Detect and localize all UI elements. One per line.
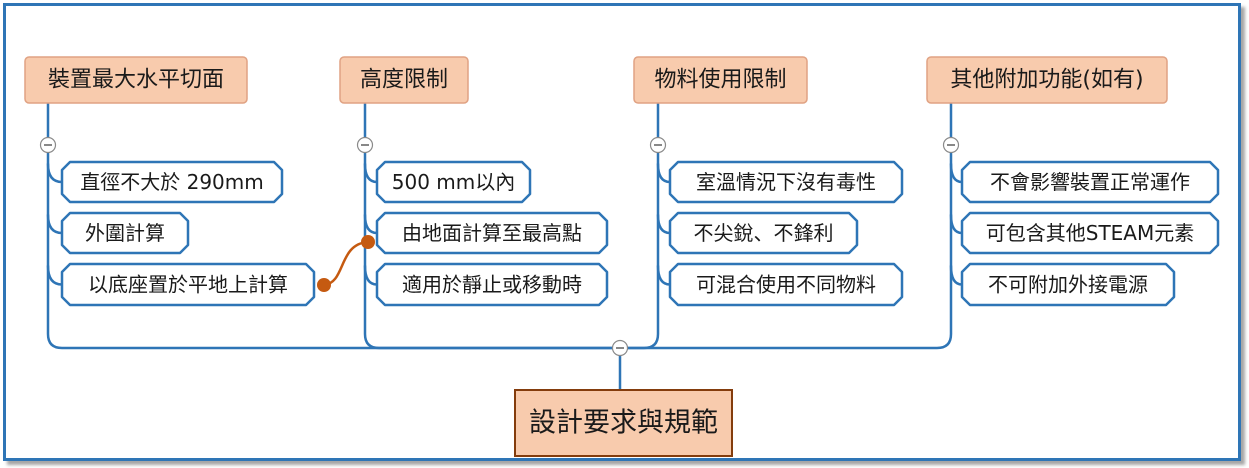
- topic-box[interactable]: [633, 56, 808, 104]
- child-connector: [656, 213, 672, 235]
- subtopic-box[interactable]: [375, 160, 532, 204]
- subtopic-node[interactable]: 可混合使用不同物料: [668, 262, 904, 307]
- subtopic-node[interactable]: 可包含其他STEAM元素: [960, 211, 1220, 255]
- child-connectors: [46, 162, 964, 286]
- subtopic-box[interactable]: [60, 262, 316, 307]
- subtopic-box[interactable]: [668, 160, 904, 204]
- connector-branch-2: [363, 101, 622, 350]
- child-connector: [949, 213, 964, 235]
- subtopic-node[interactable]: 不可附加外接電源: [960, 262, 1176, 307]
- child-connector: [656, 264, 672, 286]
- relationship-line[interactable]: [323, 240, 369, 287]
- minus-circle-icon[interactable]: [39, 136, 57, 154]
- subtopic-label: 由地面計算至最高點: [402, 221, 582, 245]
- subtopic-label: 可混合使用不同物料: [696, 273, 876, 297]
- topic-node[interactable]: 裝置最大水平切面: [24, 56, 248, 104]
- topic-box[interactable]: [24, 56, 248, 104]
- topic-box[interactable]: [926, 56, 1168, 104]
- branch-3: 物料使用限制 室溫情況下沒有毒性 不尖銳、不鋒利 可混合使用不同物料: [633, 56, 904, 307]
- subtopic-node[interactable]: 500 mm以內: [375, 160, 532, 204]
- subtopic-label: 不尖銳、不鋒利: [694, 221, 834, 245]
- subtopic-box[interactable]: [960, 262, 1176, 307]
- branch-1: 裝置最大水平切面 直徑不大於 290mm 外圍計算 以底座置於平地上計算: [24, 56, 316, 307]
- relationship-end-handle[interactable]: [361, 235, 375, 249]
- connector-branch-4: [618, 101, 953, 350]
- subtopic-node[interactable]: 外圍計算: [60, 211, 190, 255]
- subtopic-box[interactable]: [60, 160, 284, 204]
- subtopic-node[interactable]: 不尖銳、不鋒利: [668, 211, 859, 255]
- subtopic-node[interactable]: 以底座置於平地上計算: [60, 262, 316, 307]
- child-connector: [46, 213, 64, 235]
- subtopic-label: 可包含其他STEAM元素: [986, 221, 1195, 245]
- subtopic-label: 以底座置於平地上計算: [88, 273, 288, 297]
- subtopic-label: 外圍計算: [85, 221, 165, 245]
- subtopic-label: 室溫情況下沒有毒性: [696, 170, 876, 194]
- subtopic-node[interactable]: 由地面計算至最高點: [375, 211, 609, 255]
- root-label: 設計要求與規範: [529, 408, 718, 439]
- subtopic-box[interactable]: [375, 262, 609, 307]
- subtopic-box[interactable]: [60, 211, 190, 255]
- subtopic-node[interactable]: 不會影響裝置正常運作: [960, 160, 1220, 204]
- child-connector: [363, 264, 379, 286]
- branch-2: 高度限制 500 mm以內 由地面計算至最高點 適用於靜止或移動時: [339, 56, 609, 307]
- subtopic-label: 適用於靜止或移動時: [402, 273, 582, 297]
- branch-4: 其他附加功能(如有) 不會影響裝置正常運作 可包含其他STEAM元素 不可附加外…: [926, 56, 1220, 307]
- minus-circle-icon[interactable]: [649, 136, 667, 154]
- subtopic-label: 500 mm以內: [392, 170, 516, 194]
- topic-label: 物料使用限制: [654, 68, 786, 93]
- topic-node[interactable]: 高度限制: [339, 56, 469, 104]
- child-connector: [656, 162, 672, 184]
- child-connector: [46, 264, 64, 286]
- subtopic-node[interactable]: 室溫情況下沒有毒性: [668, 160, 904, 204]
- topic-label: 裝置最大水平切面: [48, 68, 224, 93]
- subtopic-box[interactable]: [375, 211, 609, 255]
- child-connector: [949, 264, 964, 286]
- subtopic-box[interactable]: [668, 262, 904, 307]
- minus-circle-icon[interactable]: [356, 136, 374, 154]
- subtopic-label: 不可附加外接電源: [988, 273, 1148, 297]
- minus-circle-icon[interactable]: [942, 136, 960, 154]
- root-box[interactable]: [514, 389, 733, 457]
- root-node[interactable]: 設計要求與規範: [514, 389, 733, 457]
- subtopic-box[interactable]: [668, 211, 859, 255]
- minus-circle-icon[interactable]: [611, 339, 629, 357]
- subtopic-label: 不會影響裝置正常運作: [990, 170, 1190, 194]
- child-connector: [363, 162, 379, 184]
- subtopic-box[interactable]: [960, 160, 1220, 204]
- child-connector: [46, 162, 64, 184]
- topic-node[interactable]: 其他附加功能(如有): [926, 56, 1168, 104]
- topic-label: 其他附加功能(如有): [950, 68, 1143, 93]
- child-connector: [363, 213, 379, 235]
- relationship-start-handle[interactable]: [317, 278, 331, 292]
- topic-node[interactable]: 物料使用限制: [633, 56, 808, 104]
- subtopic-box[interactable]: [960, 211, 1220, 255]
- topic-label: 高度限制: [360, 68, 448, 93]
- connector-branch-1: [46, 101, 622, 350]
- topic-box[interactable]: [339, 56, 469, 104]
- subtopic-node[interactable]: 適用於靜止或移動時: [375, 262, 609, 307]
- subtopic-label: 直徑不大於 290mm: [80, 170, 264, 194]
- subtopic-node[interactable]: 直徑不大於 290mm: [60, 160, 284, 204]
- child-connector: [949, 162, 964, 184]
